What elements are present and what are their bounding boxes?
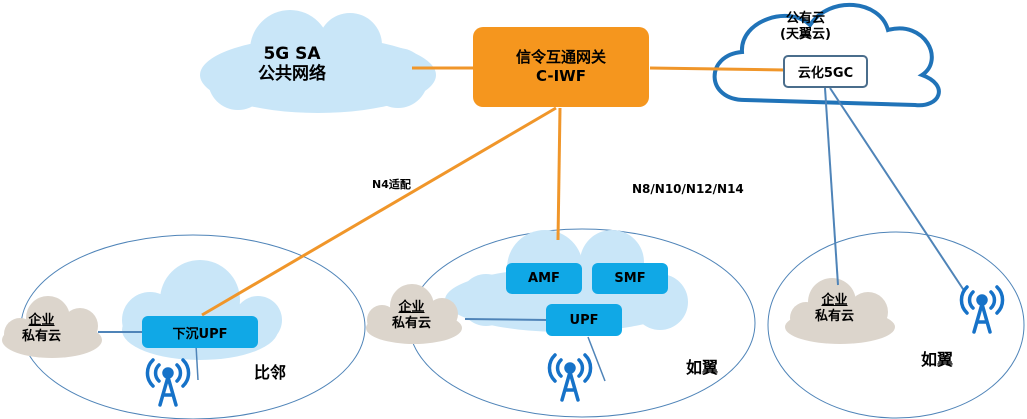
sunk-upf-box[interactable]: 下沉UPF [142,316,258,348]
cloud-icon [2,296,102,358]
antenna-icon [145,358,191,407]
link-upf-antenna-1 [195,344,199,381]
cloud-icon [366,284,462,344]
public-network-line2: 公共网络 [258,64,326,85]
link-ent-upf-2 [464,318,549,321]
cloud-5gc-box[interactable]: 云化5GC [783,55,868,88]
cloud-icon [200,10,436,113]
antenna-icon [959,285,1005,334]
link-n4 [201,106,557,317]
enterprise-line1: 企业 [821,293,848,308]
amf-box[interactable]: AMF [506,263,582,294]
enterprise-cloud-1: 企业 私有云 [22,313,61,344]
public-network-line1: 5G SA [263,44,321,64]
site-name-ruyi-2: 如翼 [921,350,954,369]
enterprise-cloud-2: 企业 私有云 [392,300,431,331]
enterprise-cloud-3: 企业 私有云 [815,293,854,324]
public-network-label: 5G SA 公共网络 [258,44,326,85]
enterprise-line1: 企业 [28,313,55,328]
enterprise-line2: 私有云 [815,308,855,324]
site-name-bilin: 比邻 [254,363,287,382]
link-service [556,107,562,241]
n4-link-label: N4适配 [372,178,411,191]
enterprise-line2: 私有云 [22,328,62,344]
site-name-ruyi-1: 如翼 [686,358,719,377]
gateway-line2: C-IWF [536,67,586,85]
public-cloud-line1: 公有云 [785,11,825,26]
site-ellipse-ruyi-2 [767,231,1025,419]
gateway-line1: 信令互通网关 [515,47,606,66]
gateway-box[interactable]: 信令互通网关 C-IWF [473,27,649,107]
public-cloud-outline [712,2,941,108]
service-link-label: N8/N10/N12/N14 [632,182,744,196]
antenna-icon [547,353,593,402]
smf-box[interactable]: SMF [592,263,668,294]
enterprise-line1: 企业 [398,300,425,315]
enterprise-line2: 私有云 [392,315,432,331]
upf-box[interactable]: UPF [546,304,622,336]
public-cloud-label: 公有云 (天翼云) [780,11,831,42]
link-5gc-antenna [829,87,966,293]
link-upf-antenna-2 [587,336,606,382]
cloud-icon [785,278,895,344]
public-cloud-line2: (天翼云) [780,26,831,42]
link-gateway-5gc [649,66,786,72]
link-5gc-enterprise [824,87,839,286]
